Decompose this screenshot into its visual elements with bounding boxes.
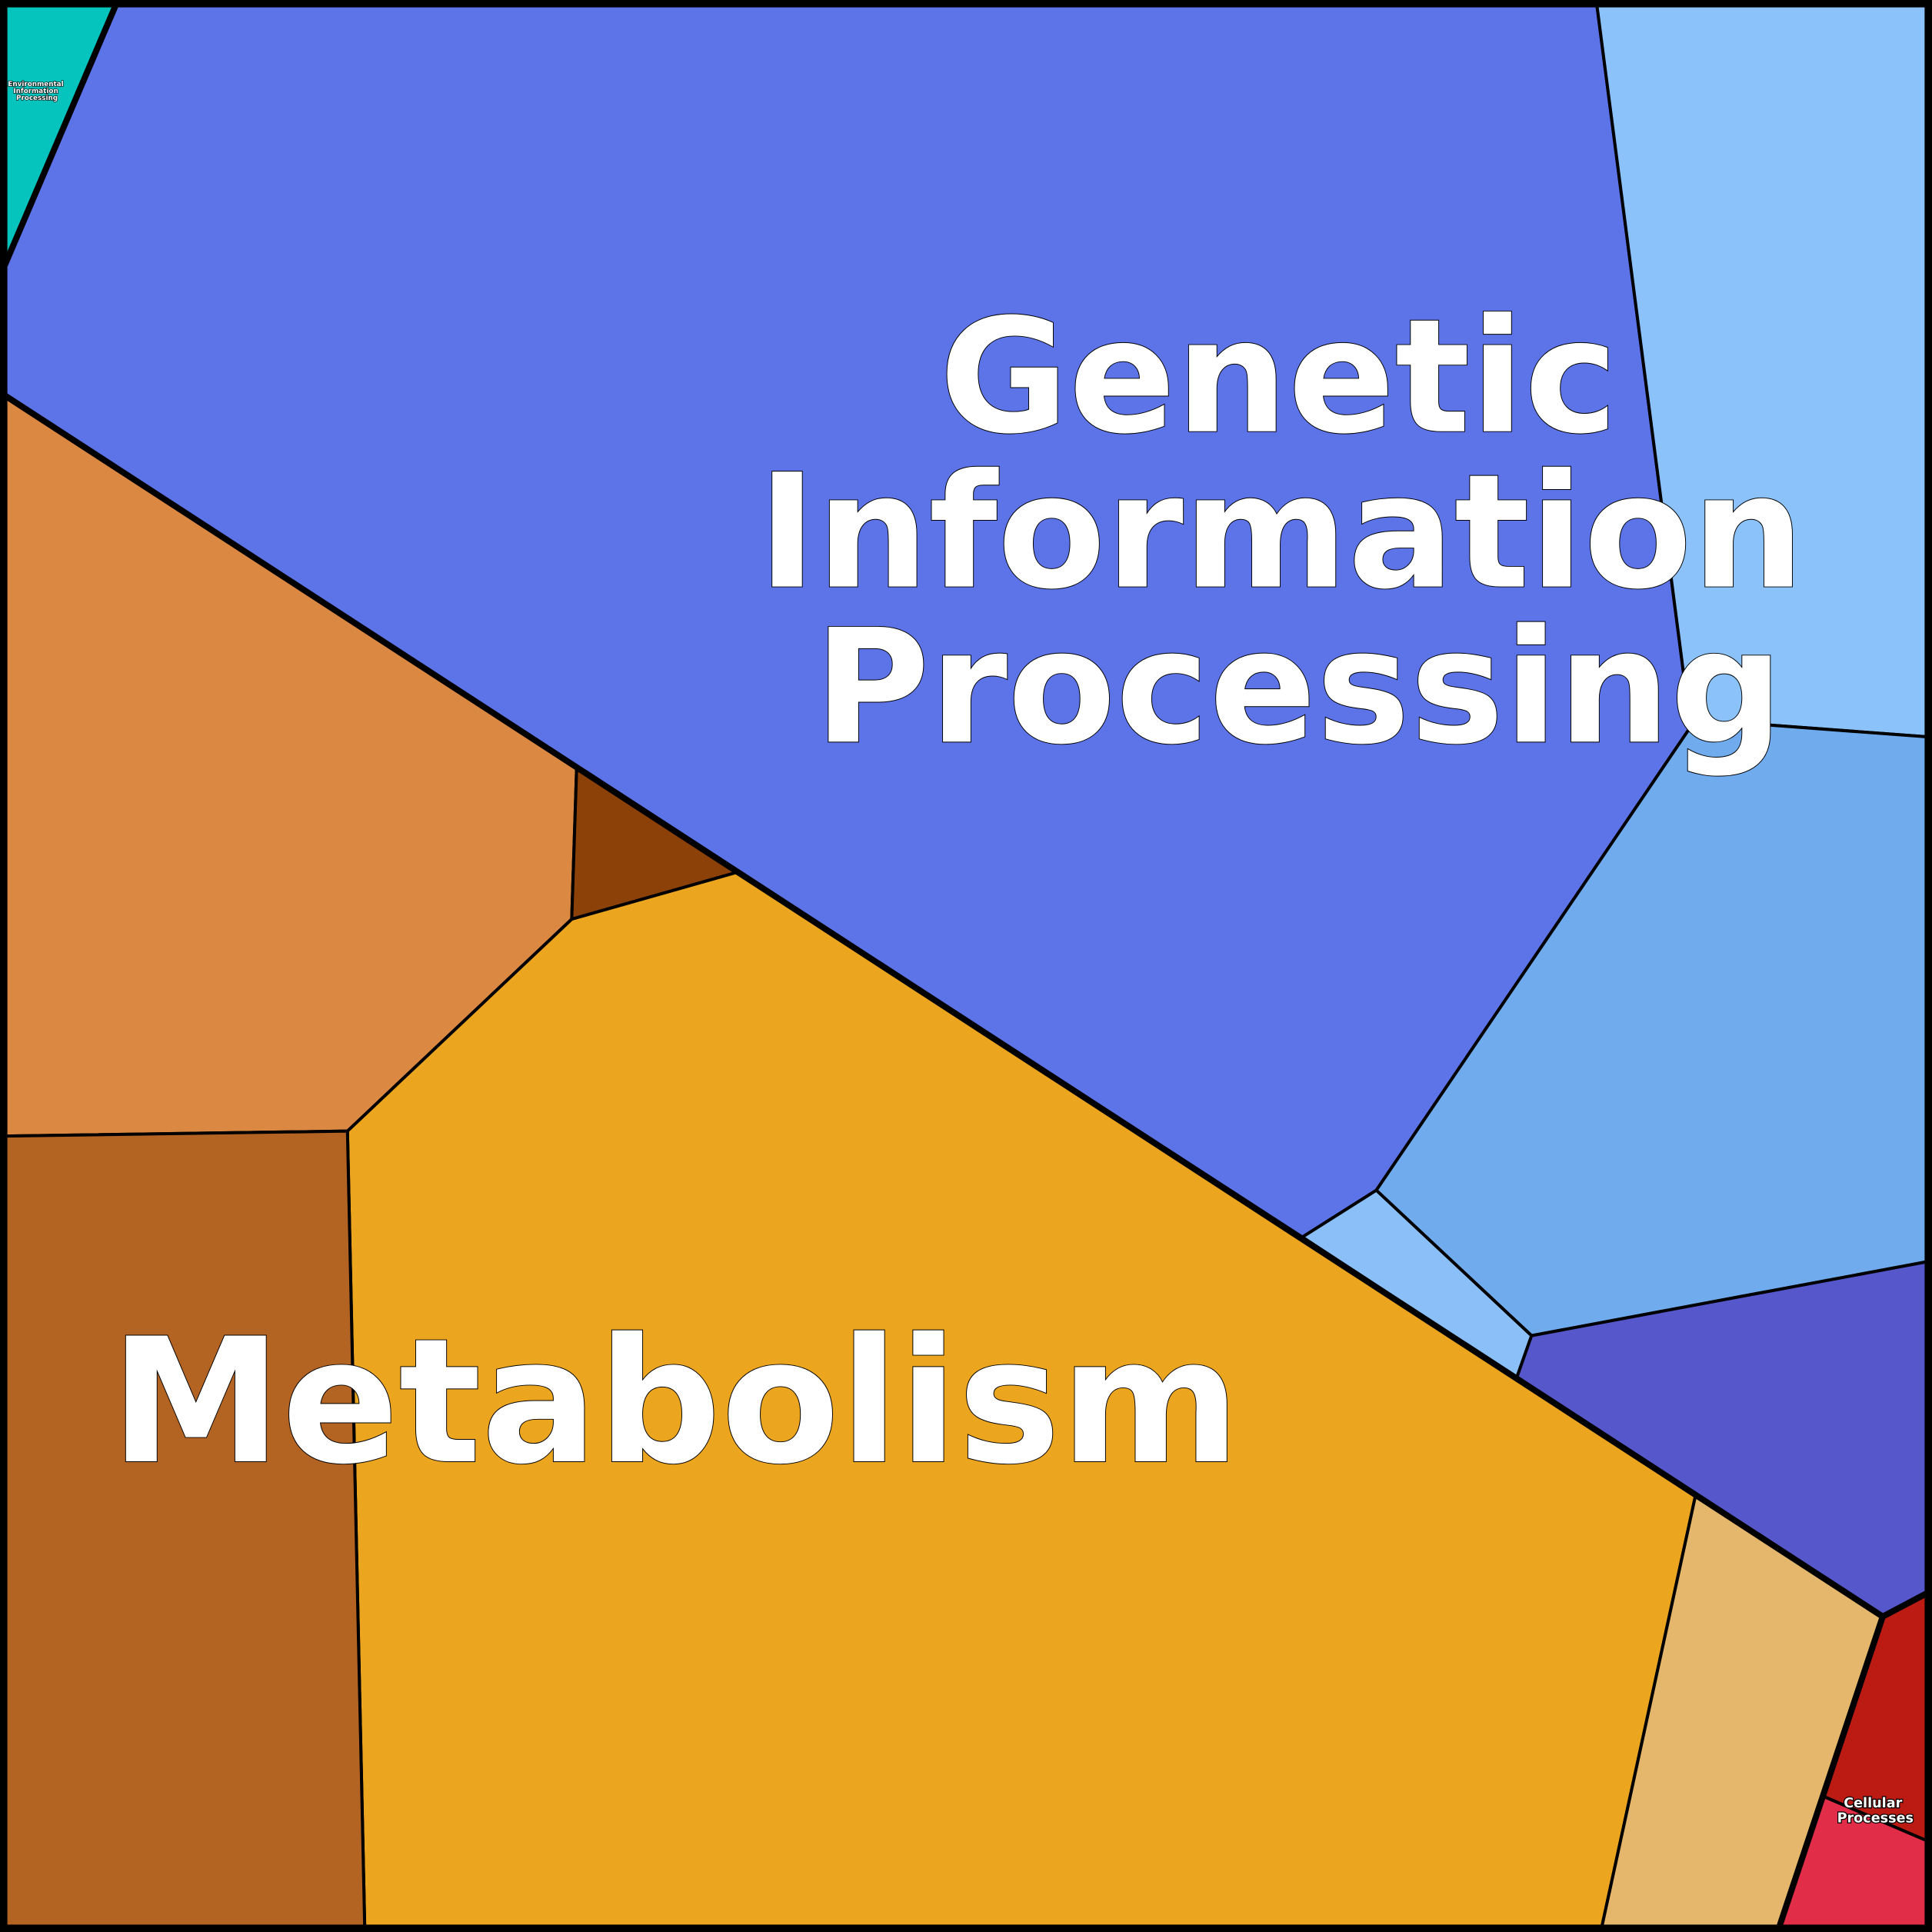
label-environmental: Environmental Information Processing (8, 81, 65, 102)
label-cellular: Cellular Processes (1837, 1796, 1914, 1826)
label-genetic: Genetic Information Processing (758, 286, 1859, 780)
cell-metabolism-brown[interactable] (3, 1129, 367, 1929)
label-metabolism: Metabolism (110, 1301, 1240, 1502)
